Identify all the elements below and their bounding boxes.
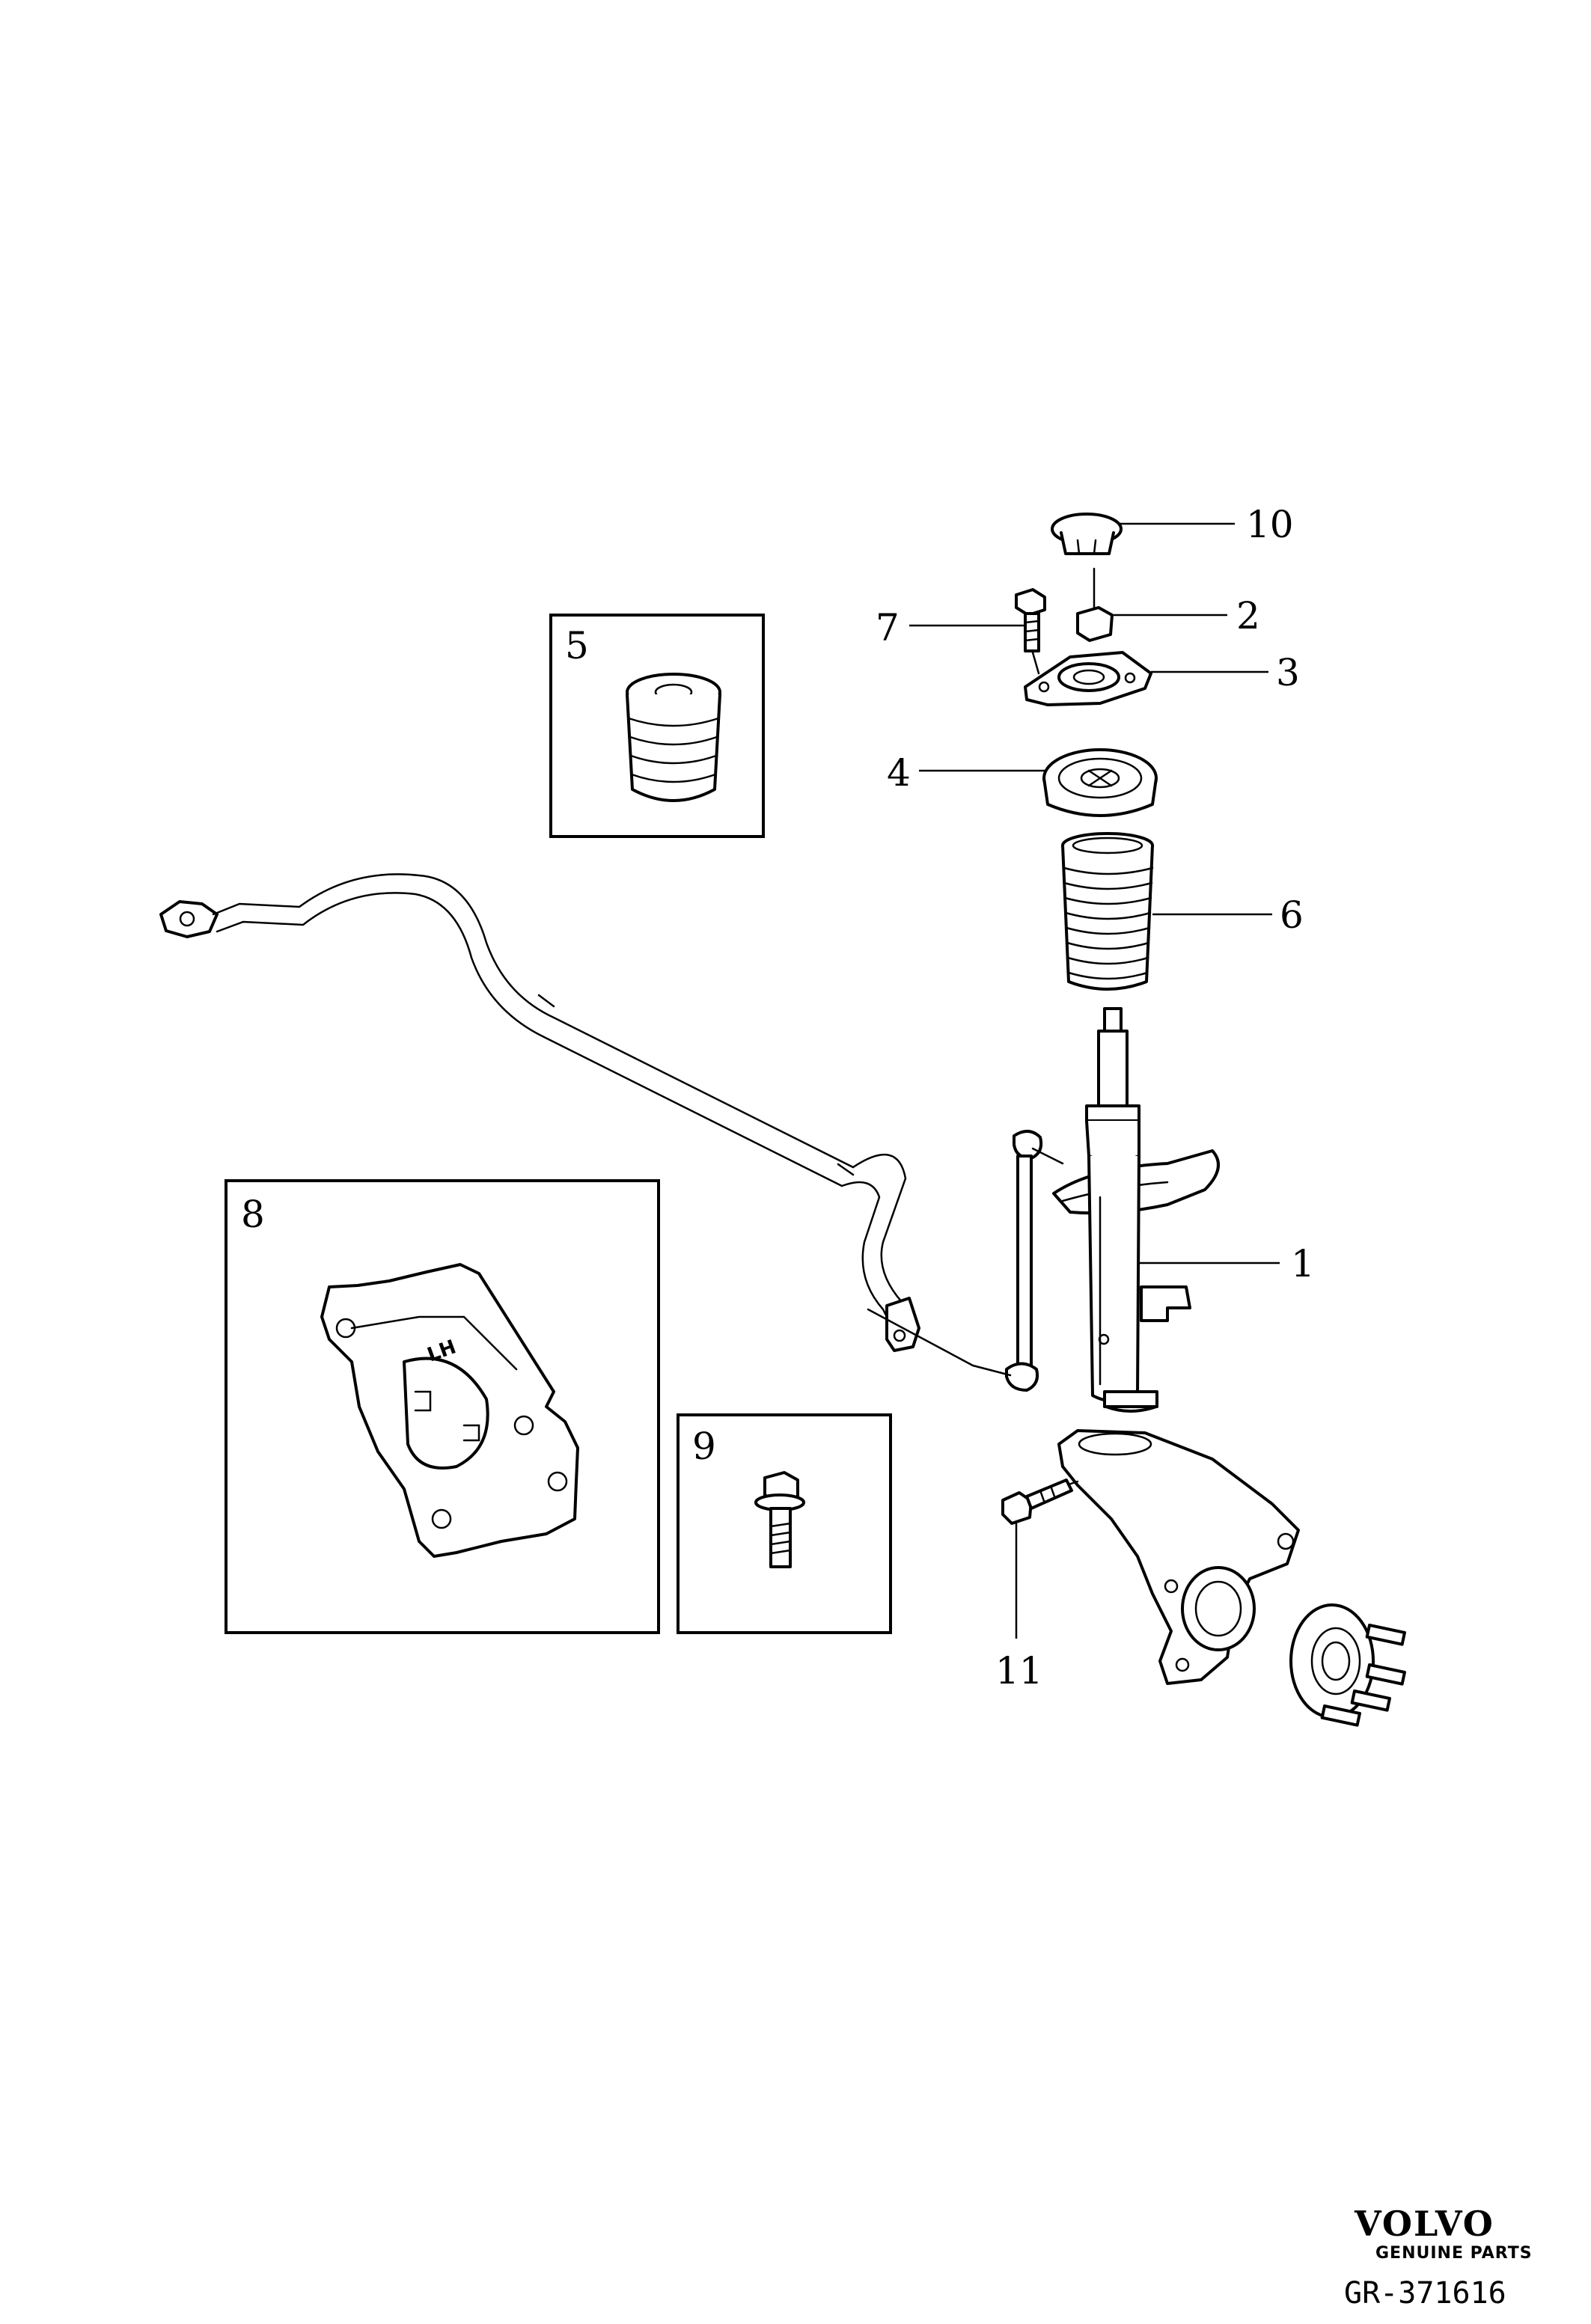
part-11-bolt: [1001, 1479, 1073, 1525]
part-10-cap: [1051, 513, 1123, 555]
callout-1: 1: [1291, 1242, 1315, 1285]
callout-5: 5: [565, 624, 589, 667]
callout-4: 4: [887, 751, 911, 795]
callout-3: 3: [1276, 651, 1300, 694]
part-2-nut: [1076, 567, 1114, 642]
callout-10: 10: [1246, 503, 1294, 546]
steering-knuckle: [1013, 1429, 1300, 1685]
callout-8: 8: [241, 1193, 265, 1236]
brand-tagline: GENUINE PARTS: [1375, 2244, 1533, 2263]
part-6-dust-boot: [1061, 832, 1154, 991]
part-9-bolt: [754, 1471, 805, 1568]
callout-6: 6: [1280, 893, 1304, 937]
stabilizer-bar: [159, 873, 974, 1367]
reference-code: GR-371616: [1344, 2276, 1506, 2311]
inset-8: 8 LH: [225, 1179, 660, 1634]
part-3-top-mount: [1024, 651, 1152, 706]
wheel-hub: [1289, 1603, 1406, 1727]
callout-2: 2: [1236, 594, 1260, 637]
part-8-bracket: LH: [320, 1263, 579, 1558]
part-5-bump-stop: [626, 673, 721, 802]
part-7-bolt: [1015, 588, 1046, 675]
callout-7: 7: [876, 606, 900, 649]
callout-11: 11: [995, 1649, 1043, 1692]
brand-name: VOLVO: [1354, 2204, 1494, 2244]
part-4-bearing: [1042, 748, 1158, 817]
inset-5: 5: [549, 614, 765, 838]
stabilizer-link: [971, 1130, 1064, 1392]
callout-9: 9: [692, 1425, 716, 1468]
volvo-logo: VOLVO GENUINE PARTS: [1354, 2204, 1533, 2263]
inset-9: 9: [677, 1413, 892, 1634]
part-1-strut: [1052, 1007, 1220, 1413]
